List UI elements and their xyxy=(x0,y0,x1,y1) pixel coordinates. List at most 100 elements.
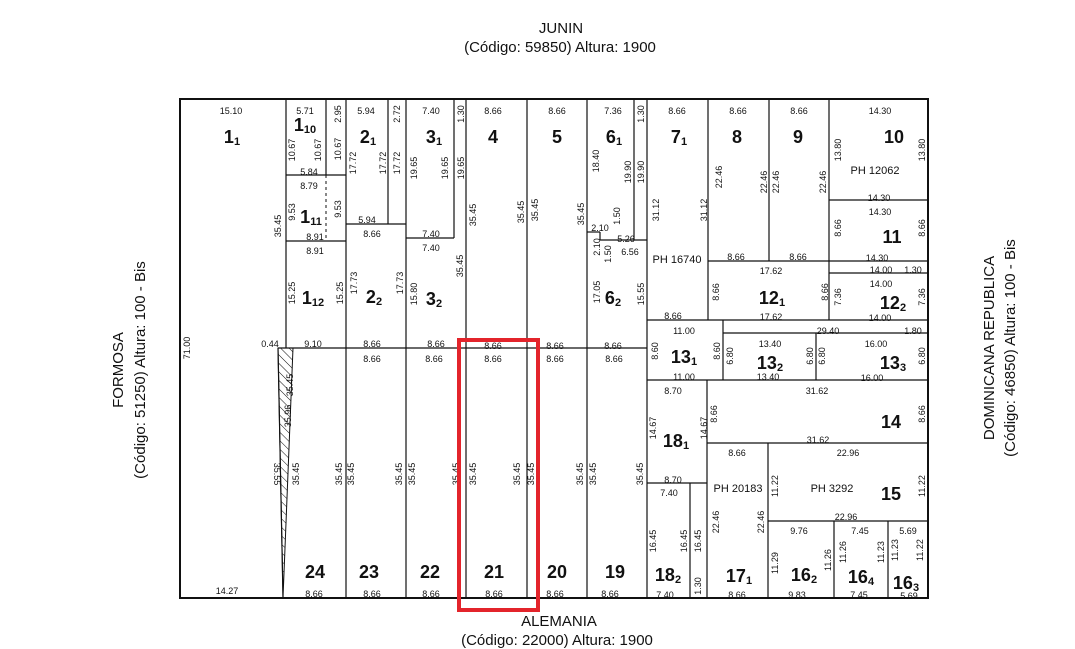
lot-label-23[interactable]: 23 xyxy=(359,562,379,582)
dimension-label: 17.73 xyxy=(349,272,359,295)
lot-label-1_1[interactable]: 11 xyxy=(224,127,240,148)
lot-label-1_11[interactable]: 111 xyxy=(300,207,322,228)
lot-label-3_2[interactable]: 32 xyxy=(426,289,442,310)
lot-label-9[interactable]: 9 xyxy=(793,127,803,147)
lot-label-13_2[interactable]: 132 xyxy=(757,353,783,374)
lot-label-13_3[interactable]: 133 xyxy=(880,353,906,374)
dimension-label: 35.45 xyxy=(394,463,404,486)
dimension-label: 14.67 xyxy=(699,417,709,440)
lot-number: 3 xyxy=(426,127,436,147)
dimension-label: 10.67 xyxy=(287,139,297,162)
lot-label-12_1[interactable]: 121 xyxy=(759,288,785,309)
lot-label-20[interactable]: 20 xyxy=(547,562,567,582)
dimension-label: 5.84 xyxy=(300,167,318,177)
lot-label-15[interactable]: 15 xyxy=(881,484,901,504)
lot-number: 21 xyxy=(484,562,504,582)
lot-label-8[interactable]: 8 xyxy=(732,127,742,147)
dimension-label: 5.94 xyxy=(358,215,376,225)
lot-subnumber: 2 xyxy=(777,362,783,374)
dimension-label: 35.45 xyxy=(285,374,295,397)
lot-label-12_2[interactable]: 122 xyxy=(880,293,906,314)
lot-number: 1 xyxy=(302,288,312,308)
lot-label-16_3[interactable]: 163 xyxy=(893,573,919,594)
lot-label-18_2[interactable]: 182 xyxy=(655,565,681,586)
lot-number: 13 xyxy=(880,353,900,373)
dimension-label: 35.55 xyxy=(272,463,282,486)
lot-label-1_10[interactable]: 110 xyxy=(294,115,316,136)
lot-number: 18 xyxy=(655,565,675,585)
lot-label-6_2[interactable]: 62 xyxy=(605,288,621,309)
lot-label-10[interactable]: 10 xyxy=(884,127,904,147)
dimension-label: 8.66 xyxy=(305,589,323,599)
dimension-label: 11.23 xyxy=(876,541,886,563)
lot-label-14[interactable]: 14 xyxy=(881,412,901,432)
lot-label-16_2[interactable]: 162 xyxy=(791,565,817,586)
dimension-label: 9.76 xyxy=(790,526,808,536)
block-outline xyxy=(179,98,929,599)
lot-subnumber: 2 xyxy=(436,298,442,310)
dimension-label: 5.69 xyxy=(899,526,917,536)
dimension-label: 16.45 xyxy=(693,530,703,553)
dimension-label: 14.00 xyxy=(869,313,892,323)
lot-label-13_1[interactable]: 131 xyxy=(671,347,697,368)
dimension-label: 11.22 xyxy=(917,475,927,497)
dimension-label: 2.10 xyxy=(592,238,602,256)
lot-label-16_4[interactable]: 164 xyxy=(848,567,875,588)
lot-label-4[interactable]: 4 xyxy=(488,127,498,147)
lot-label-5[interactable]: 5 xyxy=(552,127,562,147)
dimension-label: 16.45 xyxy=(679,530,689,553)
dimension-label: 8.66 xyxy=(604,341,622,351)
dimension-label: 8.66 xyxy=(833,219,843,237)
dimension-label: 8.91 xyxy=(306,246,324,256)
lot-number: 1 xyxy=(294,115,304,135)
dimension-label: 1.80 xyxy=(904,326,922,336)
dimension-label: 35.45 xyxy=(576,203,586,226)
lot-label-7_1[interactable]: 71 xyxy=(671,127,687,148)
lot-label-18_1[interactable]: 181 xyxy=(663,431,689,452)
lot-label-17_1[interactable]: 171 xyxy=(726,566,752,587)
dimension-label: 35.45 xyxy=(526,463,536,486)
lot-label-11[interactable]: 11 xyxy=(882,227,901,247)
street-info-north: (Código: 59850) Altura: 1900 xyxy=(464,39,656,56)
lot-label-2_2[interactable]: 22 xyxy=(366,287,382,308)
lot-number: 5 xyxy=(552,127,562,147)
dimension-label: 22.46 xyxy=(756,511,766,534)
dimension-label: 19.65 xyxy=(409,157,419,180)
dimension-label: 18.40 xyxy=(591,150,601,173)
dimension-label: 5.94 xyxy=(357,106,375,116)
lot-number: 23 xyxy=(359,562,379,582)
lot-number: 16 xyxy=(791,565,811,585)
lot-label-2_1[interactable]: 21 xyxy=(360,127,376,148)
lot-number: 9 xyxy=(793,127,803,147)
lot-subnumber: 3 xyxy=(900,362,906,374)
dimension-label: 9.10 xyxy=(304,339,322,349)
dimension-label: 17.72 xyxy=(348,152,358,175)
dimension-label: 6.80 xyxy=(817,347,827,365)
lot-label-1_12[interactable]: 112 xyxy=(302,288,324,309)
lot-label-6_1[interactable]: 61 xyxy=(606,127,622,148)
street-name-east: DOMINICANA REPUBLICA xyxy=(981,256,998,440)
dimension-label: 13.80 xyxy=(917,139,927,162)
dimension-label: 35.45 xyxy=(468,204,478,227)
dimension-label: 9.53 xyxy=(287,203,297,221)
lot-label-19[interactable]: 19 xyxy=(605,562,625,582)
highlighted-lot-frame[interactable] xyxy=(457,338,540,612)
dimension-label: 31.12 xyxy=(651,199,661,222)
dimension-label: 6.80 xyxy=(917,347,927,365)
lot-label-22[interactable]: 22 xyxy=(420,562,440,582)
dimension-label: 8.91 xyxy=(306,232,324,242)
dimension-label: 35.45 xyxy=(407,463,417,486)
dimension-label: 8.66 xyxy=(546,589,564,599)
lot-label-3_1[interactable]: 31 xyxy=(426,127,442,148)
dimension-label: 16.00 xyxy=(865,339,888,349)
lot-subnumber: 1 xyxy=(234,136,240,148)
dimension-label: 22.46 xyxy=(759,171,769,194)
lot-label-24[interactable]: 24 xyxy=(305,562,325,582)
lot-number: 13 xyxy=(671,347,691,367)
lot-label-21[interactable]: 21 xyxy=(484,562,504,582)
dimension-label: 8.66 xyxy=(484,106,502,116)
street-info-south: (Código: 22000) Altura: 1900 xyxy=(461,632,653,649)
dimension-label: 17.72 xyxy=(392,152,402,175)
lot-subnumber: 1 xyxy=(370,136,376,148)
dimension-label: 0.44 xyxy=(261,339,279,349)
